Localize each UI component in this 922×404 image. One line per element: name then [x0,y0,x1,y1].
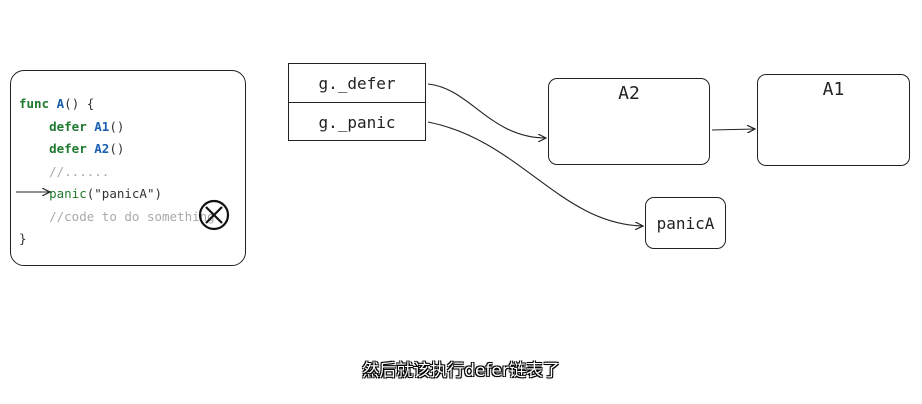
code-block: func A() { defer A1() defer A2() //.....… [19,93,215,251]
code-text: () [109,118,125,134]
defer-node-a2: A2 [548,78,710,165]
code-comment: //code to do something [49,208,215,224]
defer-chain-arrow [711,129,755,130]
code-function-name: A2 [94,141,110,156]
code-text: () [109,141,125,156]
defer-node-a1: A1 [757,74,910,166]
code-comment: //...... [49,163,110,179]
code-function-name: A [56,96,65,111]
video-subtitle: 然后就该执行defer链表了 [362,361,560,381]
code-keyword: func [19,96,50,111]
code-text: () { [64,96,95,111]
defer-link-arrow [427,83,546,138]
g-panic-field: g._panic [318,112,396,132]
code-panic-call: panic [49,186,87,201]
panic-node: panicA [645,197,726,249]
code-keyword: defer [49,141,87,156]
code-text: ("panicA") [86,186,163,201]
code-text: } [19,231,27,246]
panic-node-label: panicA [656,213,715,233]
code-keyword: defer [49,118,87,134]
code-function-name: A1 [94,118,110,134]
g-defer-field: g._defer [289,64,425,103]
defer-node-label: A1 [822,79,845,100]
defer-node-label: A2 [618,83,640,104]
code-card: func A() { defer A1() defer A2() //.....… [10,70,246,266]
g-struct-table: g._defer g._panic [288,63,426,141]
